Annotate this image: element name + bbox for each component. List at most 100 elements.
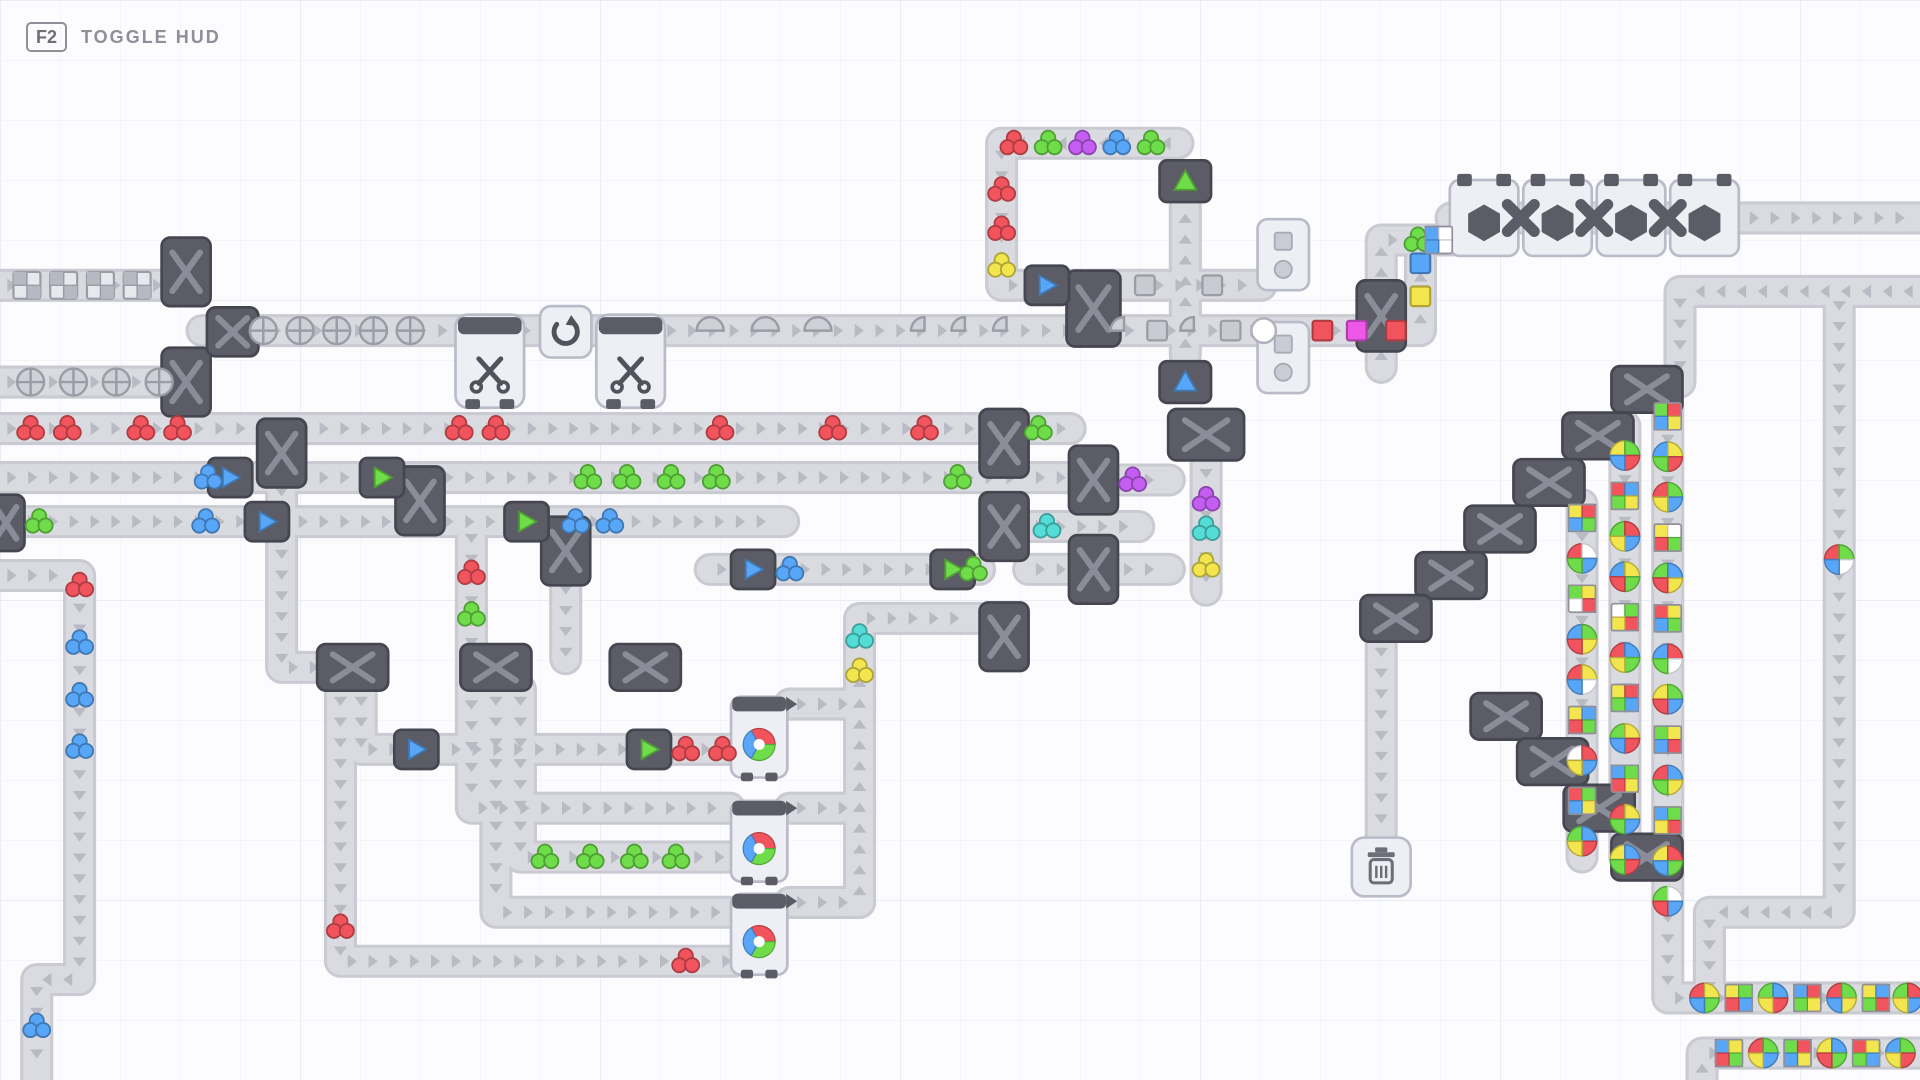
machine-filter[interactable] xyxy=(503,500,550,543)
belt-arrow-icon xyxy=(821,562,831,577)
machine-coupler[interactable] xyxy=(1575,198,1614,237)
machine-balancer[interactable] xyxy=(1067,533,1120,606)
machine-launcher[interactable] xyxy=(1158,359,1213,405)
machine-balancer[interactable] xyxy=(608,642,683,692)
item-cross xyxy=(58,367,89,397)
machine-filter[interactable] xyxy=(625,728,673,771)
machine-balancer[interactable] xyxy=(1359,593,1433,643)
belt-arrow-icon xyxy=(524,905,534,919)
machine-tower[interactable] xyxy=(1256,217,1311,292)
machine-mixer[interactable] xyxy=(729,695,798,782)
filter-arrow-icon xyxy=(373,466,394,489)
machine-mixer[interactable] xyxy=(729,892,798,979)
item-blob-g xyxy=(612,464,642,490)
machine-balancer[interactable] xyxy=(394,465,446,537)
machine-balancer[interactable] xyxy=(1512,457,1586,508)
belt-arrow-icon xyxy=(597,742,607,757)
belt-arrow-icon xyxy=(562,801,572,815)
machine-balancer[interactable] xyxy=(1469,691,1543,741)
machine-filter[interactable] xyxy=(243,500,291,543)
machine-cutter[interactable] xyxy=(454,313,526,410)
machine-balancer[interactable] xyxy=(315,642,390,692)
belt-arrow-icon xyxy=(361,421,371,436)
belt-arrow-icon xyxy=(1841,284,1851,299)
machine-trash[interactable] xyxy=(1350,836,1412,898)
machine-balancer[interactable] xyxy=(160,236,212,308)
machine-stacker[interactable] xyxy=(1595,173,1667,258)
machine-balancer[interactable] xyxy=(978,407,1030,479)
belt-arrow-icon xyxy=(645,801,655,815)
up-arrow-icon xyxy=(1172,168,1198,191)
belt-arrow-icon xyxy=(1374,647,1388,657)
machine-mixer[interactable] xyxy=(729,799,798,886)
conveyor-belt[interactable] xyxy=(1290,246,1434,345)
item-pin xyxy=(1652,764,1684,796)
machine-stacker[interactable] xyxy=(1448,173,1520,258)
machine-balancer[interactable] xyxy=(1610,364,1684,414)
item-quad xyxy=(1724,983,1754,1013)
machine-launcher[interactable] xyxy=(1158,159,1213,204)
machine-balancer[interactable] xyxy=(255,417,308,489)
crossover-icon xyxy=(1076,547,1111,592)
item-pin xyxy=(1566,744,1598,776)
machine-balancer[interactable] xyxy=(0,493,26,553)
belt-arrow-icon xyxy=(715,514,725,529)
machine-balancer[interactable] xyxy=(1414,550,1488,601)
machine-cutter[interactable] xyxy=(594,313,667,410)
belt-arrow-icon xyxy=(72,666,87,676)
belt-arrow-icon xyxy=(1374,668,1388,678)
belt-arrow-icon xyxy=(1166,323,1177,338)
crossover-icon xyxy=(0,504,20,542)
machine-coupler[interactable] xyxy=(1648,198,1687,237)
machine-balancer[interactable] xyxy=(160,346,212,418)
machine-filter[interactable] xyxy=(1023,264,1071,307)
belt-arrow-icon xyxy=(340,421,350,436)
machine-balancer[interactable] xyxy=(978,601,1030,673)
machine-balancer[interactable] xyxy=(1561,411,1635,461)
item-blob-r xyxy=(705,415,735,441)
machine-balancer[interactable] xyxy=(205,306,260,358)
belt-arrow-icon xyxy=(722,954,732,968)
belt-arrow-icon xyxy=(1124,562,1134,577)
belt-arrow-icon xyxy=(902,421,912,436)
belt-arrow-icon xyxy=(489,696,503,706)
machine-balancer[interactable] xyxy=(459,642,533,692)
belt-arrow-icon xyxy=(132,514,142,529)
belt-arrow-icon xyxy=(1832,301,1846,311)
machine-balancer[interactable] xyxy=(1166,407,1246,462)
machine-balancer[interactable] xyxy=(978,490,1030,563)
belt-arrow-icon xyxy=(465,514,475,529)
machine-filter[interactable] xyxy=(729,548,777,591)
machine-stacker[interactable] xyxy=(1668,173,1741,258)
machine-filter[interactable] xyxy=(358,456,406,499)
belt-arrow-icon xyxy=(513,842,528,852)
conveyor-belt[interactable] xyxy=(1695,280,1853,1008)
belt-arrow-icon xyxy=(548,421,558,436)
belt-arrow-icon xyxy=(464,783,479,793)
machine-rotator[interactable] xyxy=(538,304,593,359)
machine-balancer[interactable] xyxy=(1067,444,1120,516)
belt-arrow-icon xyxy=(274,633,289,643)
belt-arrow-icon xyxy=(838,801,848,815)
belt-arrow-icon xyxy=(464,762,479,773)
belt-arrow-icon xyxy=(994,171,1009,181)
machine-filter[interactable] xyxy=(392,728,440,771)
belt-arrow-icon xyxy=(1801,905,1812,919)
machine-balancer[interactable] xyxy=(539,515,592,587)
machine-coupler[interactable] xyxy=(1501,198,1540,237)
filter-arrow-icon xyxy=(1038,273,1059,297)
conveyor-belt[interactable] xyxy=(347,675,744,763)
belt-arrow-icon xyxy=(333,780,348,790)
belt-arrow-icon xyxy=(979,323,989,338)
machine-stacker[interactable] xyxy=(1521,173,1594,258)
item-pin xyxy=(1884,1037,1916,1069)
belt-arrow-icon xyxy=(63,972,73,987)
machine-balancer[interactable] xyxy=(1463,504,1537,554)
belt-arrow-icon xyxy=(486,514,496,529)
item-pin xyxy=(1566,825,1598,857)
machine-balancer[interactable] xyxy=(1065,269,1122,348)
belt-arrow-icon xyxy=(1781,905,1791,919)
